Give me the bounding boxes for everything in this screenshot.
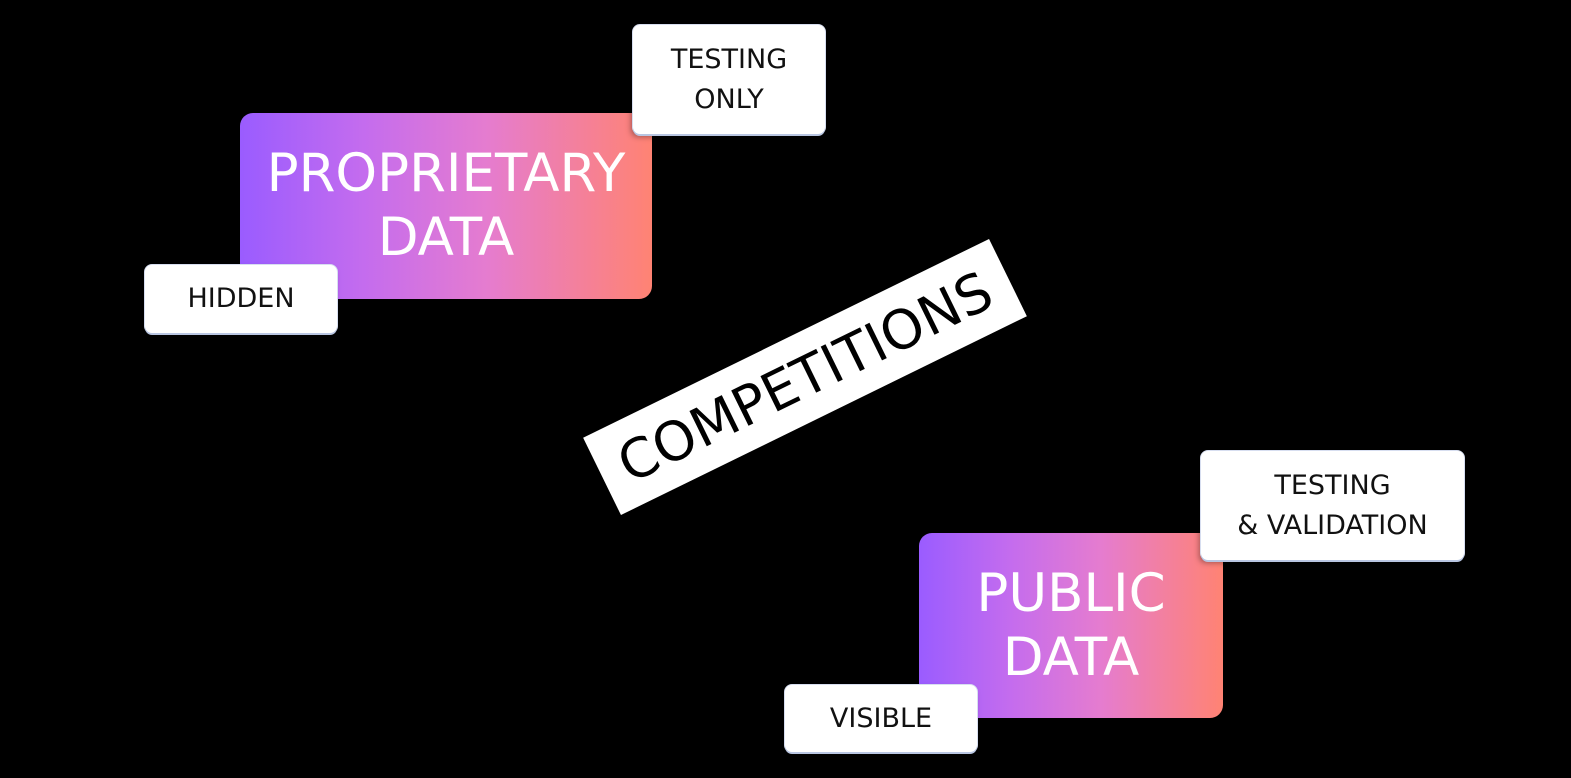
hidden-tag: HIDDEN [145, 265, 337, 333]
proprietary-data-label-line2: DATA [377, 207, 515, 268]
visible-tag: VISIBLE [785, 685, 977, 752]
proprietary-data-label-line1: PROPRIETARY [266, 143, 626, 205]
hidden-tag-label: HIDDEN [187, 283, 295, 315]
public-data-label-line1: PUBLIC [976, 562, 1166, 624]
testing-only-tag: TESTING ONLY [633, 25, 825, 134]
visible-tag-label: VISIBLE [829, 702, 933, 734]
public-data-label-line2: DATA [1002, 626, 1140, 688]
competitions-label: COMPETITIONS [607, 258, 1003, 496]
testing-only-tag-line2: ONLY [694, 83, 764, 115]
testing-validation-tag: TESTING & VALIDATION [1201, 451, 1464, 560]
testing-only-tag-line1: TESTING [670, 44, 788, 76]
testing-validation-tag-line1: TESTING [1274, 470, 1391, 502]
testing-validation-tag-line2: & VALIDATION [1237, 509, 1428, 541]
